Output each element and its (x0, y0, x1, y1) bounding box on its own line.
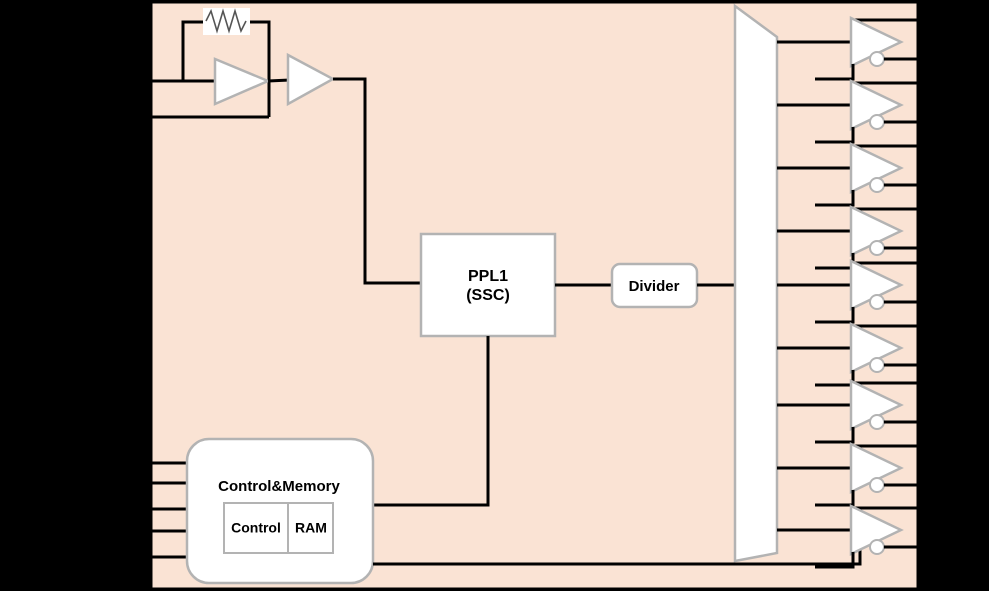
pll-label-line1: PPL1 (468, 268, 508, 285)
control-memory-block[interactable]: Control&Memory Control RAM (185, 437, 375, 585)
buffer-2-invert-bubble-icon (869, 114, 885, 130)
control-subblock-label: Control (231, 520, 281, 536)
buffer-1-enable-stub (815, 64, 855, 81)
pll-to-control-wire (373, 336, 490, 507)
output-buffer-9 (777, 504, 918, 569)
osc-to-pll-wire (333, 77, 421, 285)
clock-distribution-block[interactable] (733, 3, 779, 563)
output-buffer-1 (777, 16, 918, 81)
buffer-6-invert-bubble-icon (869, 357, 885, 373)
ram-subblock-rect[interactable] (287, 502, 334, 554)
output-buffer-8 (777, 442, 918, 507)
buffer-9-invert-bubble-icon (869, 539, 885, 555)
divider-block[interactable]: Divider (610, 262, 699, 309)
resistor-zigzag-icon (205, 8, 247, 34)
output-buffer-3 (777, 142, 918, 207)
crystal-oscillator-group (181, 8, 421, 285)
buffer-8-enable-stub (815, 490, 855, 507)
pll-block[interactable]: PPL1 (SSC) (419, 232, 557, 338)
output-buffer-5 (777, 259, 918, 324)
output-buffer-2 (777, 79, 918, 144)
feedback-right-wire (250, 20, 271, 81)
buffer-7-invert-bubble-icon (869, 414, 885, 430)
buffer-1-invert-bubble-icon (869, 51, 885, 67)
control-memory-label: Control&Memory (218, 478, 340, 495)
buffer-7-enable-stub (815, 427, 855, 444)
output-buffer-6 (777, 322, 918, 387)
buffer-5-invert-bubble-icon (869, 294, 885, 310)
pll-label-line2: (SSC) (466, 287, 510, 304)
divider-label: Divider (629, 278, 680, 295)
buffer-5-enable-stub (815, 307, 855, 324)
control-subblock-rect[interactable] (223, 502, 289, 554)
ram-subblock-label: RAM (295, 520, 327, 536)
buffer-2-enable-stub (815, 127, 855, 144)
buffer-4-invert-bubble-icon (869, 240, 885, 256)
output-buffer-7 (777, 379, 918, 444)
buffer-9-enable-stub (815, 552, 855, 569)
feedback-left-wire (181, 20, 203, 81)
buffer-3-enable-stub (815, 190, 855, 207)
output-buffer-4 (777, 205, 918, 270)
pll-block-rect[interactable] (419, 232, 557, 338)
buffer-3-invert-bubble-icon (869, 177, 885, 193)
output-buffer-bank (777, 16, 918, 569)
oscillator-inverter-icon (213, 57, 272, 106)
left-pin-group (151, 79, 269, 559)
buffer-8-invert-bubble-icon (869, 477, 885, 493)
osc-inverter-to-buffer-wire (267, 78, 291, 83)
oscillator-buffer-icon (286, 52, 336, 107)
